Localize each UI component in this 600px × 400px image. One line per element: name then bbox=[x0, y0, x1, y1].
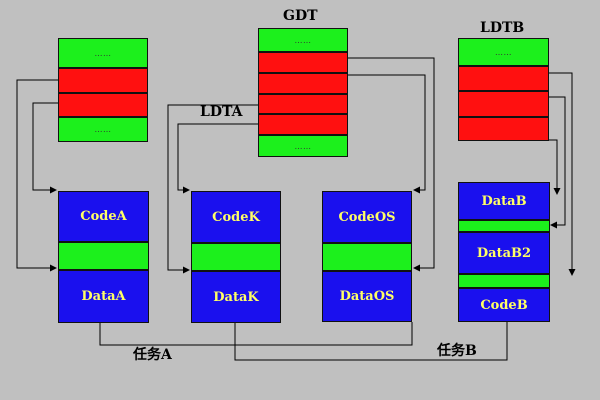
gdt-entry-1: …… bbox=[258, 28, 348, 52]
gdt-entry-5 bbox=[258, 114, 348, 135]
ldtb-entry-1: …… bbox=[458, 38, 549, 66]
ldt-a-entry-3 bbox=[58, 93, 148, 117]
code-os-segment: CodeOS bbox=[322, 191, 412, 243]
gdt-label: GDT bbox=[283, 8, 318, 24]
data-b-segment: DataB bbox=[458, 182, 550, 220]
code-k-segment: CodeK bbox=[191, 191, 281, 243]
ldtb-to-code-b-line bbox=[549, 72, 576, 276]
task-b-label: 任务B bbox=[437, 343, 477, 359]
gdt-entry-3 bbox=[258, 73, 348, 94]
ldtb-label: LDTB bbox=[480, 20, 525, 36]
gdt-to-data-os-line bbox=[348, 74, 426, 194]
os-separator bbox=[322, 243, 412, 271]
ldtb-entry-4 bbox=[458, 117, 549, 141]
gdt-entry-2 bbox=[258, 52, 348, 73]
data-k-segment: DataK bbox=[191, 271, 281, 323]
ldtb-entry-2 bbox=[458, 66, 549, 91]
ldta-to-code-k-line bbox=[167, 104, 258, 274]
task-a-label: 任务A bbox=[133, 347, 172, 363]
data-os-segment: DataOS bbox=[322, 271, 412, 322]
code-b-segment: CodeB bbox=[458, 288, 550, 322]
ldt-a-to-code-a-line bbox=[16, 79, 58, 272]
gdt-entry-6: …… bbox=[258, 135, 348, 157]
ellipsis-text: …… bbox=[94, 125, 112, 134]
ellipsis-text: …… bbox=[495, 47, 512, 57]
gdt-entry-4 bbox=[258, 94, 348, 114]
code-a-segment: CodeA bbox=[58, 191, 149, 242]
ldtb-to-data-b2-line bbox=[549, 96, 566, 229]
gdt-to-code-os-line bbox=[348, 57, 435, 272]
ldt-a-entry-2 bbox=[58, 68, 148, 93]
ellipsis-text: …… bbox=[294, 141, 312, 151]
task-b-bracket-line bbox=[234, 322, 508, 361]
data-a-segment: DataA bbox=[58, 270, 149, 323]
ellipsis-text: …… bbox=[94, 48, 112, 58]
ldt-a-entry-1: …… bbox=[58, 38, 148, 68]
data-b2-segment: DataB2 bbox=[458, 232, 550, 274]
task-b-separator-2 bbox=[458, 274, 550, 288]
task-a-bracket-line bbox=[99, 322, 413, 346]
ldtb-to-data-b-line bbox=[549, 139, 561, 195]
ldta-to-data-k-line bbox=[177, 123, 258, 194]
task-a-separator bbox=[58, 242, 149, 270]
ldta-label: LDTA bbox=[200, 104, 243, 120]
ldt-a-entry-4: …… bbox=[58, 117, 148, 142]
ldt-a-to-data-a-line bbox=[32, 102, 58, 194]
ellipsis-text: …… bbox=[294, 35, 312, 45]
task-b-separator-1 bbox=[458, 220, 550, 232]
ldtb-entry-3 bbox=[458, 91, 549, 117]
kernel-separator bbox=[191, 243, 281, 271]
